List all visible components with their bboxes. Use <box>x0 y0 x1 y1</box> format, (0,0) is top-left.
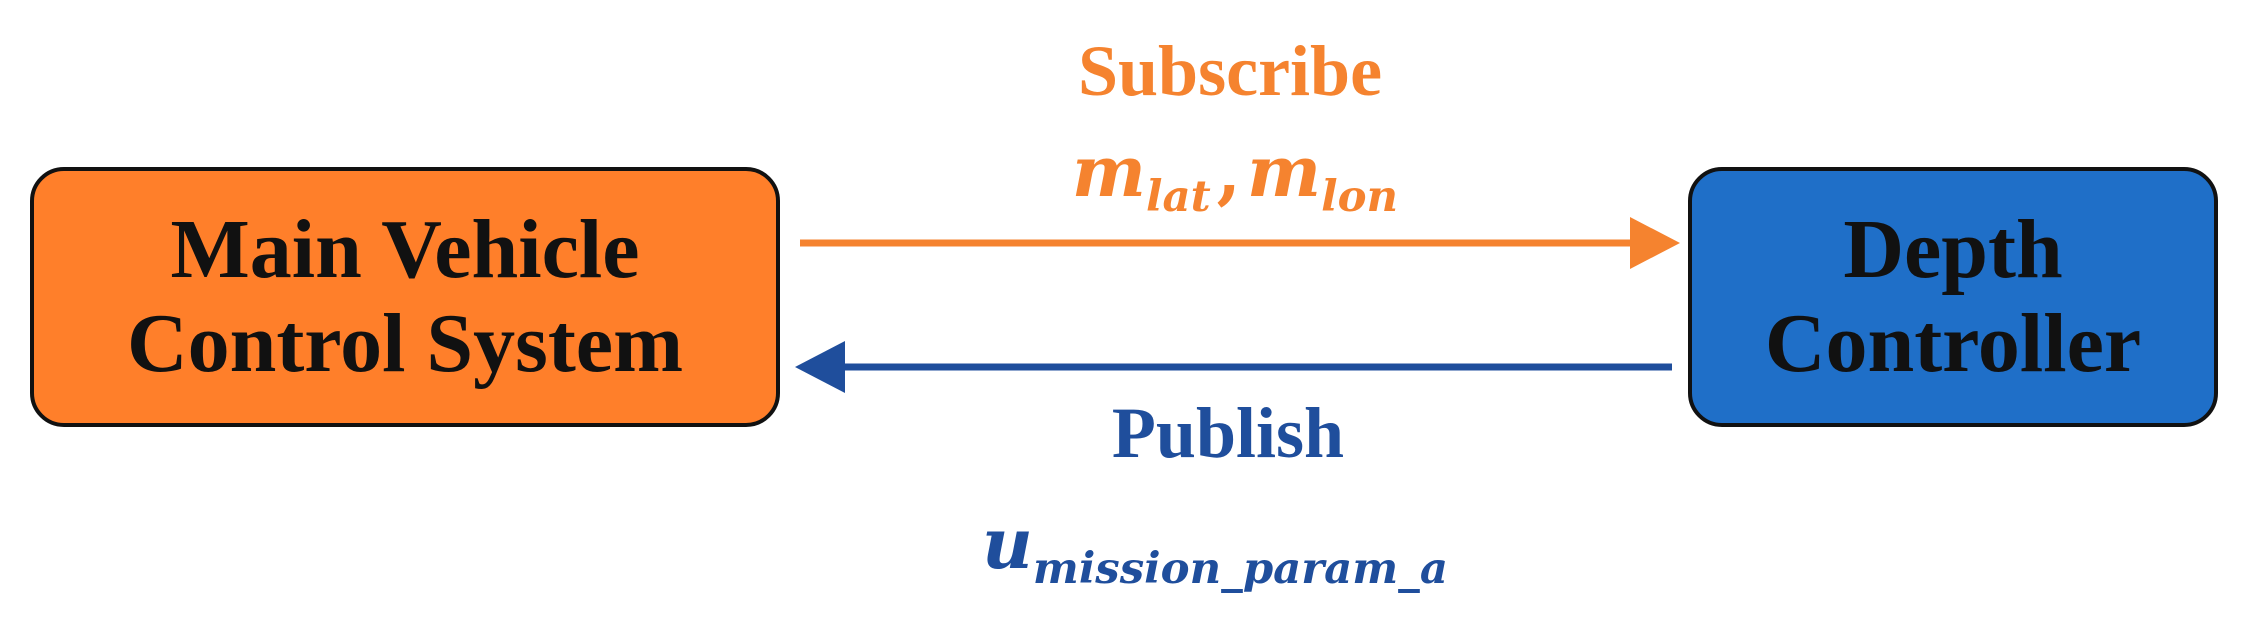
var-m-lon-base: m <box>1247 130 1322 213</box>
depth-node-line1: Depth <box>1843 202 2063 296</box>
var-m-lon-sub: lon <box>1321 171 1399 223</box>
main-node-line1: Main Vehicle <box>170 202 640 296</box>
publish-label: Publish <box>1111 393 1345 473</box>
var-m-lat-sub: lat <box>1145 171 1211 223</box>
subscribe-variables: mlat,mlon <box>1072 130 1398 222</box>
main-vehicle-control-system-node: Main Vehicle Control System <box>30 167 780 427</box>
publish-arrow-head <box>795 341 845 393</box>
var-separator: , <box>1216 130 1242 213</box>
var-m-lat-base: m <box>1071 130 1146 213</box>
depth-node-line2: Controller <box>1764 297 2142 390</box>
subscribe-arrow-head <box>1630 217 1680 269</box>
subscribe-label: Subscribe <box>1077 31 1383 111</box>
main-node-line2: Control System <box>126 297 684 390</box>
publish-variable: umission_param_a <box>982 502 1448 594</box>
depth-controller-node: Depth Controller <box>1688 167 2218 427</box>
var-u-sub: mission_param_a <box>1032 543 1448 595</box>
var-u-base: u <box>982 502 1033 585</box>
